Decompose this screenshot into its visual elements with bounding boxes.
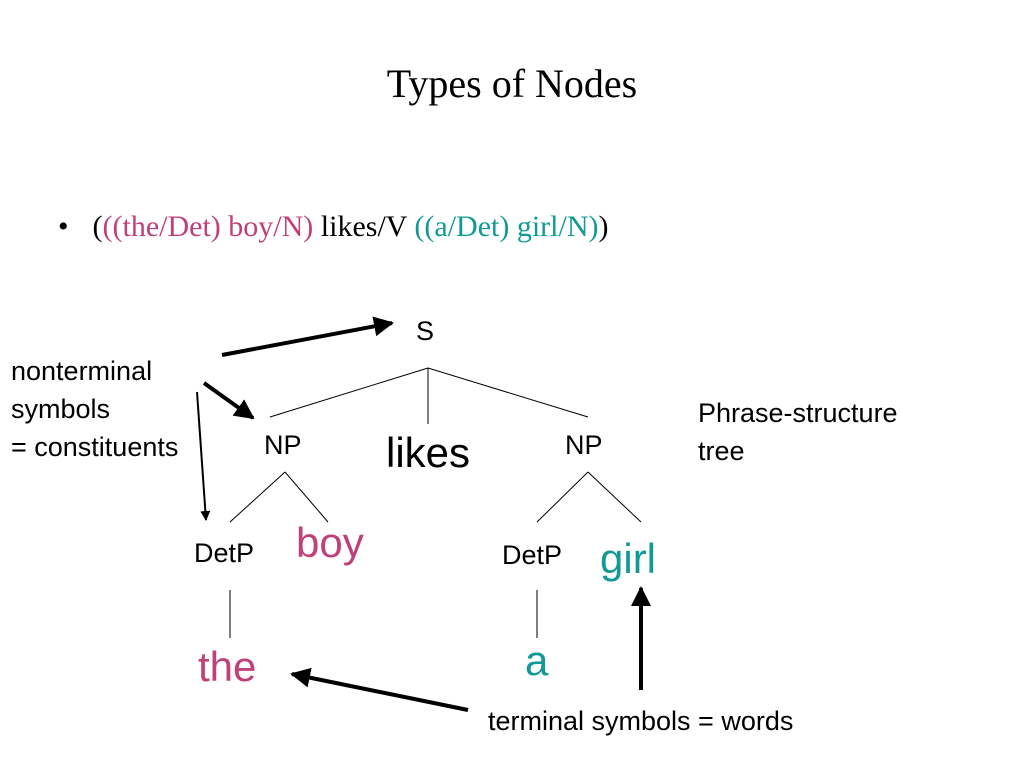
slide-title: Types of Nodes (386, 61, 638, 106)
nonterminal-line-2: symbols (11, 394, 111, 424)
node-detp-right: DetP (502, 540, 563, 570)
node-a: a (525, 637, 549, 684)
nonterminal-line-1: nonterminal (11, 356, 153, 386)
node-boy: boy (296, 519, 364, 566)
edge-np-left-boy (284, 471, 329, 523)
bracket-np-subject: ((the/Det) boy/N) (102, 210, 314, 243)
nonterminal-line-3: = constituents (11, 432, 179, 462)
nonterminal-annotation: nonterminal symbols = constituents (11, 352, 178, 466)
close-paren: ) (598, 210, 609, 243)
node-s: S (416, 316, 435, 346)
arrow-to-s (221, 316, 394, 357)
annotation-arrows (196, 316, 651, 712)
open-paren: ( (92, 210, 103, 243)
terminal-annotation: terminal symbols = words (488, 706, 794, 736)
edge-np-right-girl (587, 471, 642, 523)
bracketed-sentence: • (((the/Det) boy/N) likes/V ((a/Det) gir… (58, 210, 609, 244)
node-girl: girl (600, 535, 657, 582)
edge-np-left-detp (229, 471, 286, 523)
bracket-verb: likes/V (313, 210, 415, 243)
node-the: the (198, 643, 257, 690)
bullet-icon: • (58, 210, 69, 243)
phrase-structure-line-1: Phrase-structure (698, 398, 898, 428)
node-detp-left: DetP (194, 538, 255, 568)
node-np-right: NP (565, 430, 603, 460)
edge-s-np-right (427, 367, 589, 418)
tree-edges (229, 367, 642, 638)
arrow-to-detp (196, 391, 211, 521)
arrow-to-np (202, 381, 255, 420)
node-likes: likes (386, 429, 471, 476)
edge-np-right-detp (536, 471, 589, 523)
edge-s-np-left (269, 367, 429, 418)
node-np-left: NP (264, 430, 302, 460)
arrow-to-the (290, 667, 469, 712)
phrase-structure-line-2: tree (698, 436, 745, 466)
phrase-structure-annotation: Phrase-structure tree (698, 394, 898, 470)
bracket-np-object: ((a/Det) girl/N) (414, 210, 599, 243)
